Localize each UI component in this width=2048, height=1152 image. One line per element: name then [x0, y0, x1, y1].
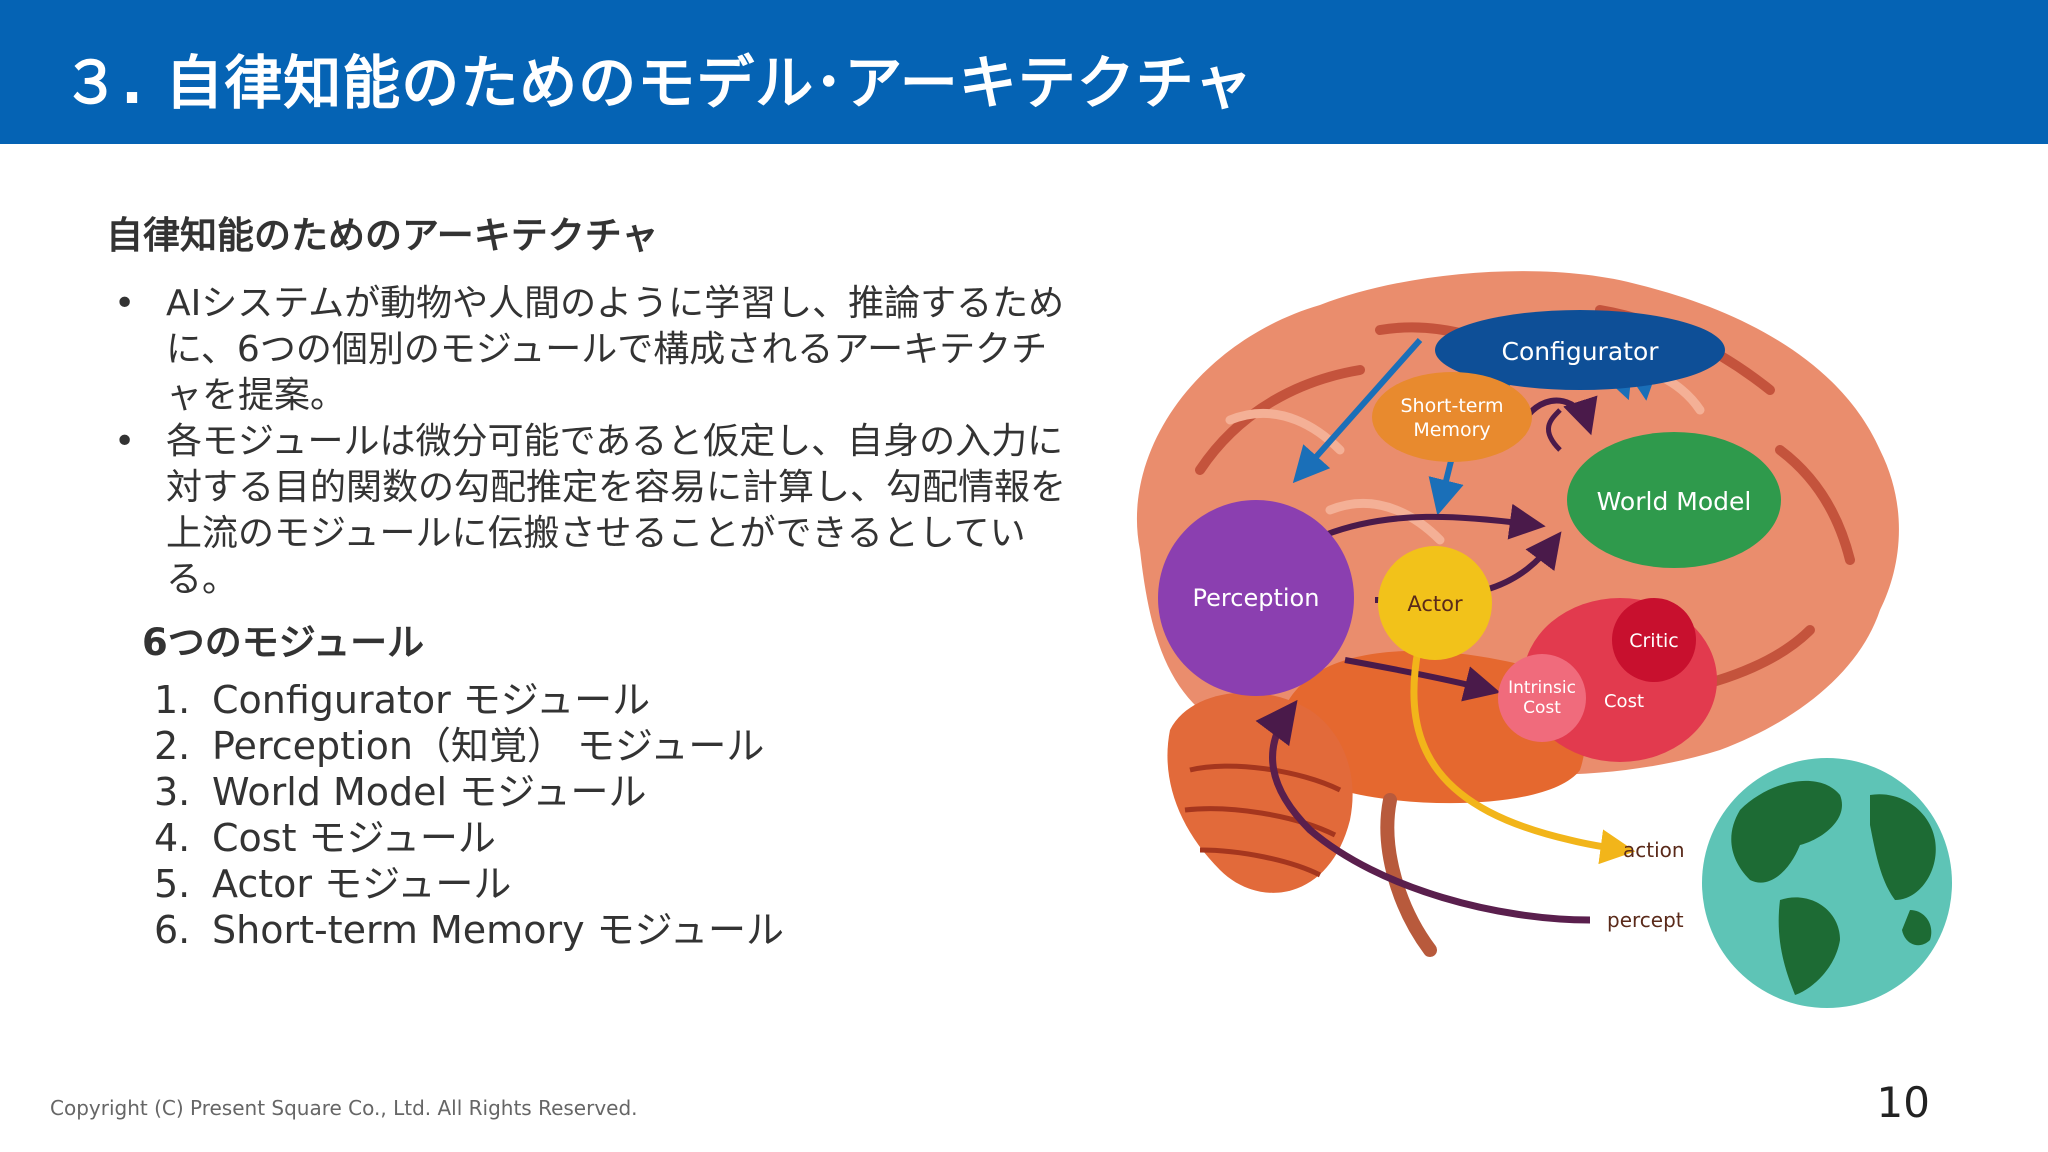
module-item: 2. Perception（知覚） モジュール: [154, 723, 784, 769]
world-model-node: [1567, 432, 1781, 568]
modules-heading: 6つのモジュール: [142, 621, 425, 664]
actor-node: [1378, 546, 1492, 660]
module-number: 5.: [154, 862, 191, 906]
earth-icon: [1702, 758, 1952, 1008]
module-label: Cost モジュール: [212, 816, 496, 860]
cost-label: Cost: [1604, 691, 1644, 712]
short-term-label-line1: Short-term: [1401, 395, 1504, 417]
module-item: 1. Configurator モジュール: [154, 677, 784, 723]
perception-label: Perception: [1193, 584, 1320, 612]
intrinsic-cost-node: [1498, 654, 1586, 742]
world-model-label: World Model: [1597, 487, 1752, 516]
section-heading: 自律知能のためのアーキテクチャ: [106, 214, 659, 257]
module-number: 3.: [154, 770, 191, 814]
short-term-memory-node: [1372, 372, 1532, 462]
module-number: 1.: [154, 678, 191, 722]
configurator-label: Configurator: [1501, 337, 1659, 366]
bullet-list: • AIシステムが動物や人間のように学習し、推論するために、6つの個別のモジュール…: [114, 281, 1074, 603]
module-item: 3. World Model モジュール: [154, 769, 784, 815]
module-label: World Model モジュール: [212, 770, 647, 814]
intrinsic-label-line1: Intrinsic: [1508, 678, 1576, 698]
perception-node: [1158, 500, 1354, 696]
page-number: 10: [1876, 1078, 1930, 1127]
copyright-text: Copyright (C) Present Square Co., Ltd. A…: [50, 1096, 638, 1120]
title-bar: ３. 自律知能のためのモデル･アーキテクチャ: [0, 0, 2048, 144]
critic-label: Critic: [1629, 630, 1679, 652]
bullet-text: 各モジュールは微分可能であると仮定し、自身の入力に対する目的関数の勾配推定を容易…: [166, 421, 1067, 600]
module-number: 6.: [154, 908, 191, 952]
bullet-item: • AIシステムが動物や人間のように学習し、推論するために、6つの個別のモジュール…: [114, 281, 1074, 419]
bullet-text: AIシステムが動物や人間のように学習し、推論するために、6つの個別のモジュールで…: [166, 283, 1065, 416]
bullet-dot-icon: •: [114, 421, 136, 462]
module-label: Perception（知覚） モジュール: [212, 724, 765, 768]
module-item: 5. Actor モジュール: [154, 861, 784, 907]
bullet-dot-icon: •: [114, 283, 136, 324]
configurator-node: [1435, 310, 1725, 390]
brain-diagram-svg: Configurator Short-term Memory World Mod…: [1136, 271, 1952, 1008]
bullet-item: • 各モジュールは微分可能であると仮定し、自身の入力に対する目的関数の勾配推定を容…: [114, 419, 1074, 603]
module-item: 6. Short-term Memory モジュール: [154, 907, 784, 953]
module-number: 4.: [154, 816, 191, 860]
module-label: Actor モジュール: [212, 862, 512, 906]
critic-node: [1612, 598, 1696, 682]
intrinsic-label-line2: Cost: [1523, 698, 1561, 718]
module-label: Configurator モジュール: [212, 678, 651, 722]
module-number: 2.: [154, 724, 191, 768]
module-item: 4. Cost モジュール: [154, 815, 784, 861]
architecture-diagram: Configurator Short-term Memory World Mod…: [1080, 250, 1980, 1020]
short-term-label-line2: Memory: [1413, 419, 1490, 441]
action-label: action: [1623, 838, 1685, 862]
actor-label: Actor: [1407, 592, 1463, 616]
percept-label: percept: [1607, 908, 1684, 932]
slide-title: ３. 自律知能のためのモデル･アーキテクチャ: [62, 49, 1254, 117]
module-label: Short-term Memory モジュール: [212, 908, 784, 952]
modules-list: 1. Configurator モジュール 2. Perception（知覚） モジ…: [154, 677, 784, 953]
